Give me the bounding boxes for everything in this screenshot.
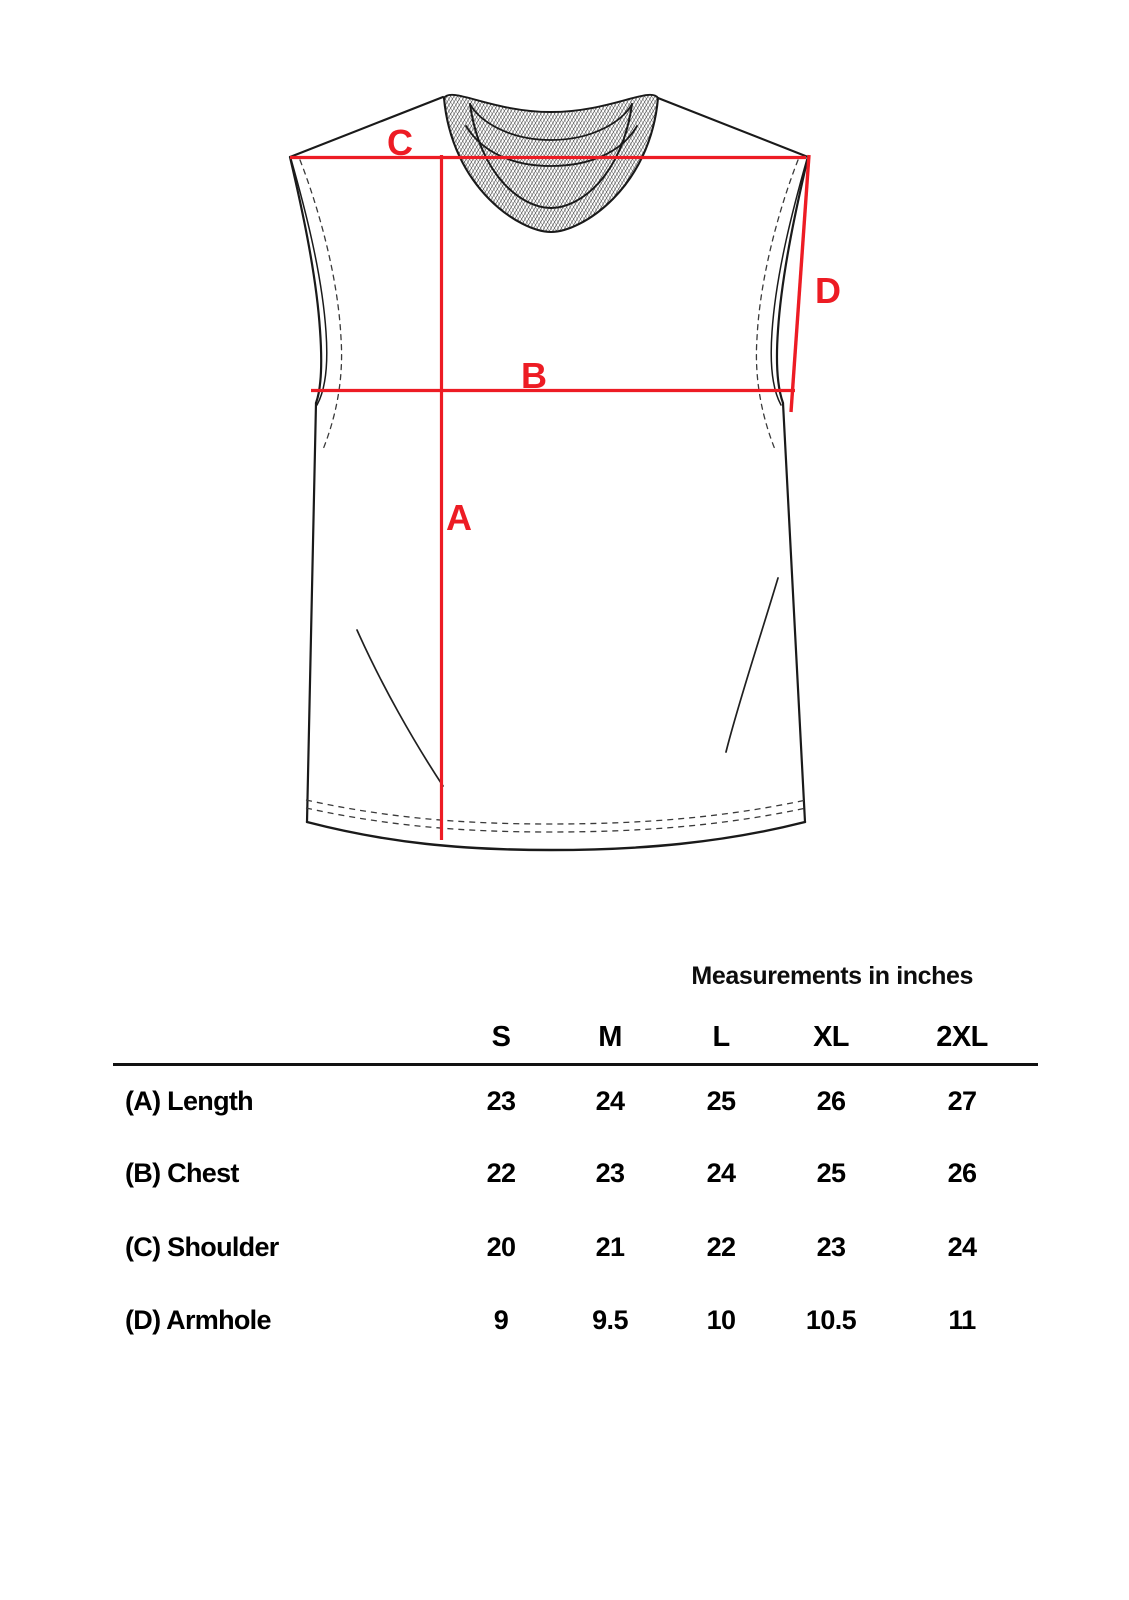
shoulder-seam-lines xyxy=(288,95,810,159)
bottom-hem xyxy=(305,799,807,852)
size-chart-table-body: (A) Length 23 24 25 26 27 (B) Chest 22 2… xyxy=(113,1064,1038,1357)
cell-armhole-l: 10 xyxy=(706,1304,736,1335)
cell-chest-2xl: 26 xyxy=(947,1158,977,1189)
cell-shoulder-xl: 23 xyxy=(816,1231,846,1262)
cell-length-l: 25 xyxy=(706,1085,736,1116)
row-label-length: (A) Length xyxy=(125,1085,254,1116)
cell-shoulder-l: 22 xyxy=(706,1231,736,1262)
row-label-chest: (B) Chest xyxy=(125,1158,239,1189)
header-measurement-column xyxy=(113,1014,448,1066)
cell-shoulder-m: 21 xyxy=(595,1231,625,1262)
left-armhole-edge xyxy=(288,155,343,453)
garment-svg: C D B A xyxy=(288,93,841,852)
side-seam-lines xyxy=(305,401,807,824)
cell-chest-xl: 25 xyxy=(816,1158,846,1189)
cell-armhole-xl: 10.5 xyxy=(805,1304,857,1335)
cell-length-m: 24 xyxy=(595,1085,625,1116)
cell-shoulder-s: 20 xyxy=(486,1231,516,1262)
cell-armhole-s: 9 xyxy=(493,1304,509,1335)
callout-label-C: C xyxy=(387,122,413,163)
measurements-units-caption: Measurements in inches xyxy=(691,962,973,990)
cell-length-s: 23 xyxy=(486,1085,516,1116)
callout-label-B: B xyxy=(521,355,547,396)
cell-chest-s: 22 xyxy=(486,1158,516,1189)
cell-shoulder-2xl: 24 xyxy=(947,1231,977,1262)
drape-fold-lines xyxy=(356,577,779,787)
size-chart-table: S M L XL 2XL (A) Length 23 24 25 26 27 xyxy=(113,1014,1038,1357)
cell-armhole-2xl: 11 xyxy=(948,1304,976,1335)
header-size-s: S xyxy=(448,1014,554,1066)
table-header-row: S M L XL 2XL xyxy=(113,1014,1038,1066)
size-chart-table-head: S M L XL 2XL xyxy=(113,1014,1038,1066)
header-size-xl: XL xyxy=(776,1014,886,1066)
garment-technical-drawing: C D B A xyxy=(288,93,841,852)
cell-length-xl: 26 xyxy=(816,1085,846,1116)
measure-line-armhole-D xyxy=(789,154,811,413)
table-row: (B) Chest 22 23 24 25 26 xyxy=(113,1137,1038,1210)
table-row: (A) Length 23 24 25 26 27 xyxy=(113,1064,1038,1137)
cell-armhole-m: 9.5 xyxy=(592,1304,628,1335)
callout-label-A: A xyxy=(446,497,472,538)
right-armhole-edge xyxy=(755,155,810,453)
row-label-armhole: (D) Armhole xyxy=(125,1304,271,1335)
row-label-shoulder: (C) Shoulder xyxy=(125,1231,279,1262)
header-size-2xl: 2XL xyxy=(886,1014,1038,1066)
cell-chest-m: 23 xyxy=(595,1158,625,1189)
table-row: (D) Armhole 9 9.5 10 10.5 11 xyxy=(113,1284,1038,1357)
table-row: (C) Shoulder 20 21 22 23 24 xyxy=(113,1211,1038,1284)
header-size-m: M xyxy=(554,1014,666,1066)
garment-body-shape xyxy=(290,97,808,848)
header-size-l: L xyxy=(666,1014,776,1066)
callout-label-D: D xyxy=(815,270,841,311)
size-chart-table-container: S M L XL 2XL (A) Length 23 24 25 26 27 xyxy=(113,1014,1038,1357)
cell-length-2xl: 27 xyxy=(947,1085,977,1116)
cell-chest-l: 24 xyxy=(706,1158,736,1189)
collar-rib-band xyxy=(442,93,660,234)
